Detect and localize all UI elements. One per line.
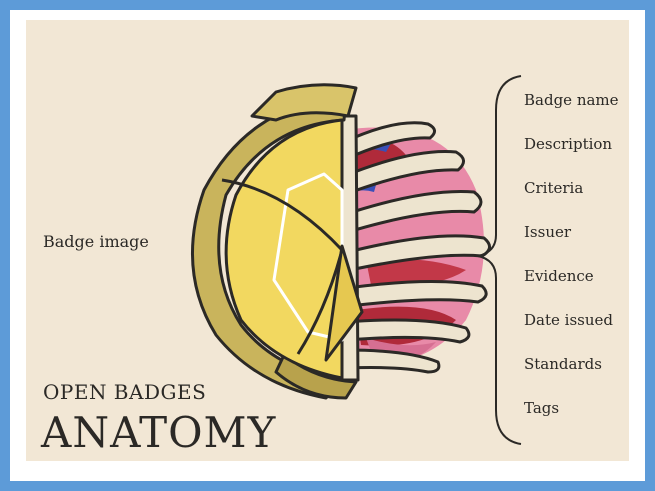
badge-fields-list: Badge name Description Criteria Issuer E… [524,90,629,442]
field-criteria: Criteria [524,178,629,222]
anatomy-poster: Badge image OPEN BADGES ANATOMY Badge na… [26,20,629,461]
field-evidence: Evidence [524,266,629,310]
field-description: Description [524,134,629,178]
field-tags: Tags [524,398,629,442]
field-issuer: Issuer [524,222,629,266]
field-badge-name: Badge name [524,90,629,134]
title-open-badges: OPEN BADGES [43,380,206,404]
title-anatomy: ANATOMY [41,408,276,457]
rib-6 [346,320,469,342]
curly-brace [478,76,521,444]
field-standards: Standards [524,354,629,398]
field-date-issued: Date issued [524,310,629,354]
shell-top-segment [252,85,356,120]
badge-image-label: Badge image [43,232,149,251]
